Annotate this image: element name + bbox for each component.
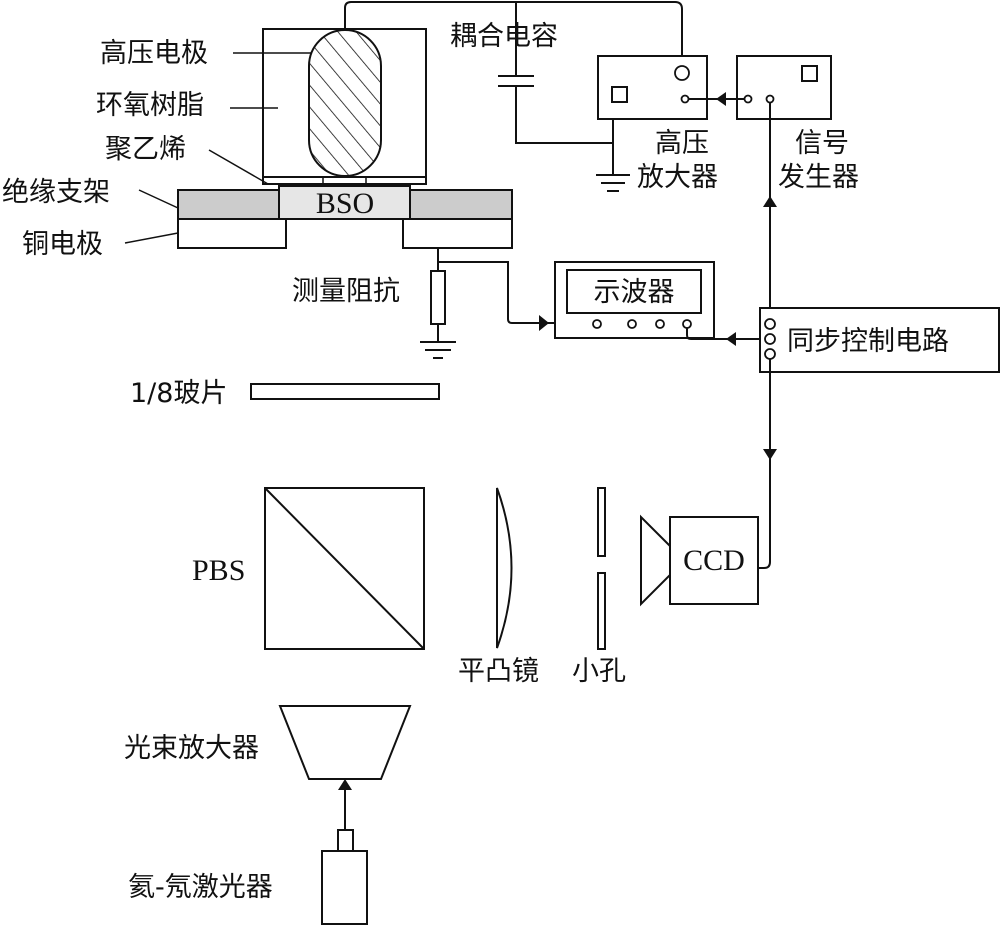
plano-convex-lens — [496, 487, 513, 649]
label-lens: 平凸镜 — [458, 656, 539, 687]
signal-to-amplifier-wire — [689, 92, 744, 106]
bso-label: BSO — [316, 187, 374, 220]
oscilloscope: 示波器 — [554, 261, 715, 339]
beam-expander — [278, 705, 412, 780]
impedance-to-scope-wire — [438, 261, 593, 331]
ccd-camera: CCD — [640, 514, 759, 607]
sync-to-ccd-wire — [757, 359, 777, 569]
label-oscilloscope: 示波器 — [594, 277, 675, 308]
measurement-impedance — [420, 248, 456, 359]
label-insulating-support: 绝缘支架 — [2, 177, 110, 208]
copper-electrode-right — [402, 218, 513, 249]
label-hv-amplifier-2: 放大器 — [637, 162, 718, 193]
sync-control-circuit: 同步控制电路 — [759, 307, 1000, 373]
label-polyethylene: 聚乙烯 — [105, 134, 186, 165]
polyethylene-layer — [262, 176, 427, 185]
sync-to-signal-wire — [763, 103, 777, 323]
bso-crystal: BSO — [278, 185, 411, 220]
polarizing-beam-splitter — [264, 487, 425, 650]
wave-plate — [250, 383, 440, 400]
he-ne-laser — [321, 829, 368, 925]
label-ccd: CCD — [683, 544, 745, 577]
hv-amplifier — [597, 55, 708, 120]
label-epoxy: 环氧树脂 — [96, 90, 204, 121]
label-pinhole: 小孔 — [572, 656, 626, 687]
copper-electrode-left — [177, 218, 287, 249]
label-hv-electrode: 高压电极 — [100, 38, 208, 69]
sync-to-scope-wire — [686, 328, 766, 346]
pinhole — [597, 487, 606, 650]
label-copper-electrode: 铜电极 — [22, 229, 103, 260]
laser-beam — [338, 779, 352, 830]
label-wave-plate: 1/8玻片 — [130, 378, 227, 409]
label-measure-impedance: 测量阻抗 — [292, 276, 400, 307]
coupling-capacitor — [498, 2, 613, 144]
high-voltage-electrode — [308, 29, 382, 177]
label-beam-expander: 光束放大器 — [124, 733, 259, 764]
label-signal-gen-2: 发生器 — [778, 162, 859, 193]
label-signal-gen-1: 信号 — [795, 128, 849, 159]
signal-generator — [736, 55, 832, 120]
label-sync-control: 同步控制电路 — [787, 326, 949, 357]
label-laser: 氦-氖激光器 — [128, 872, 273, 903]
label-pbs: PBS — [192, 554, 245, 587]
label-hv-amplifier-1: 高压 — [655, 128, 709, 159]
hv-wire — [344, 1, 683, 66]
label-coupling-capacitor: 耦合电容 — [450, 21, 558, 52]
ground-symbol-amplifier — [596, 119, 630, 192]
